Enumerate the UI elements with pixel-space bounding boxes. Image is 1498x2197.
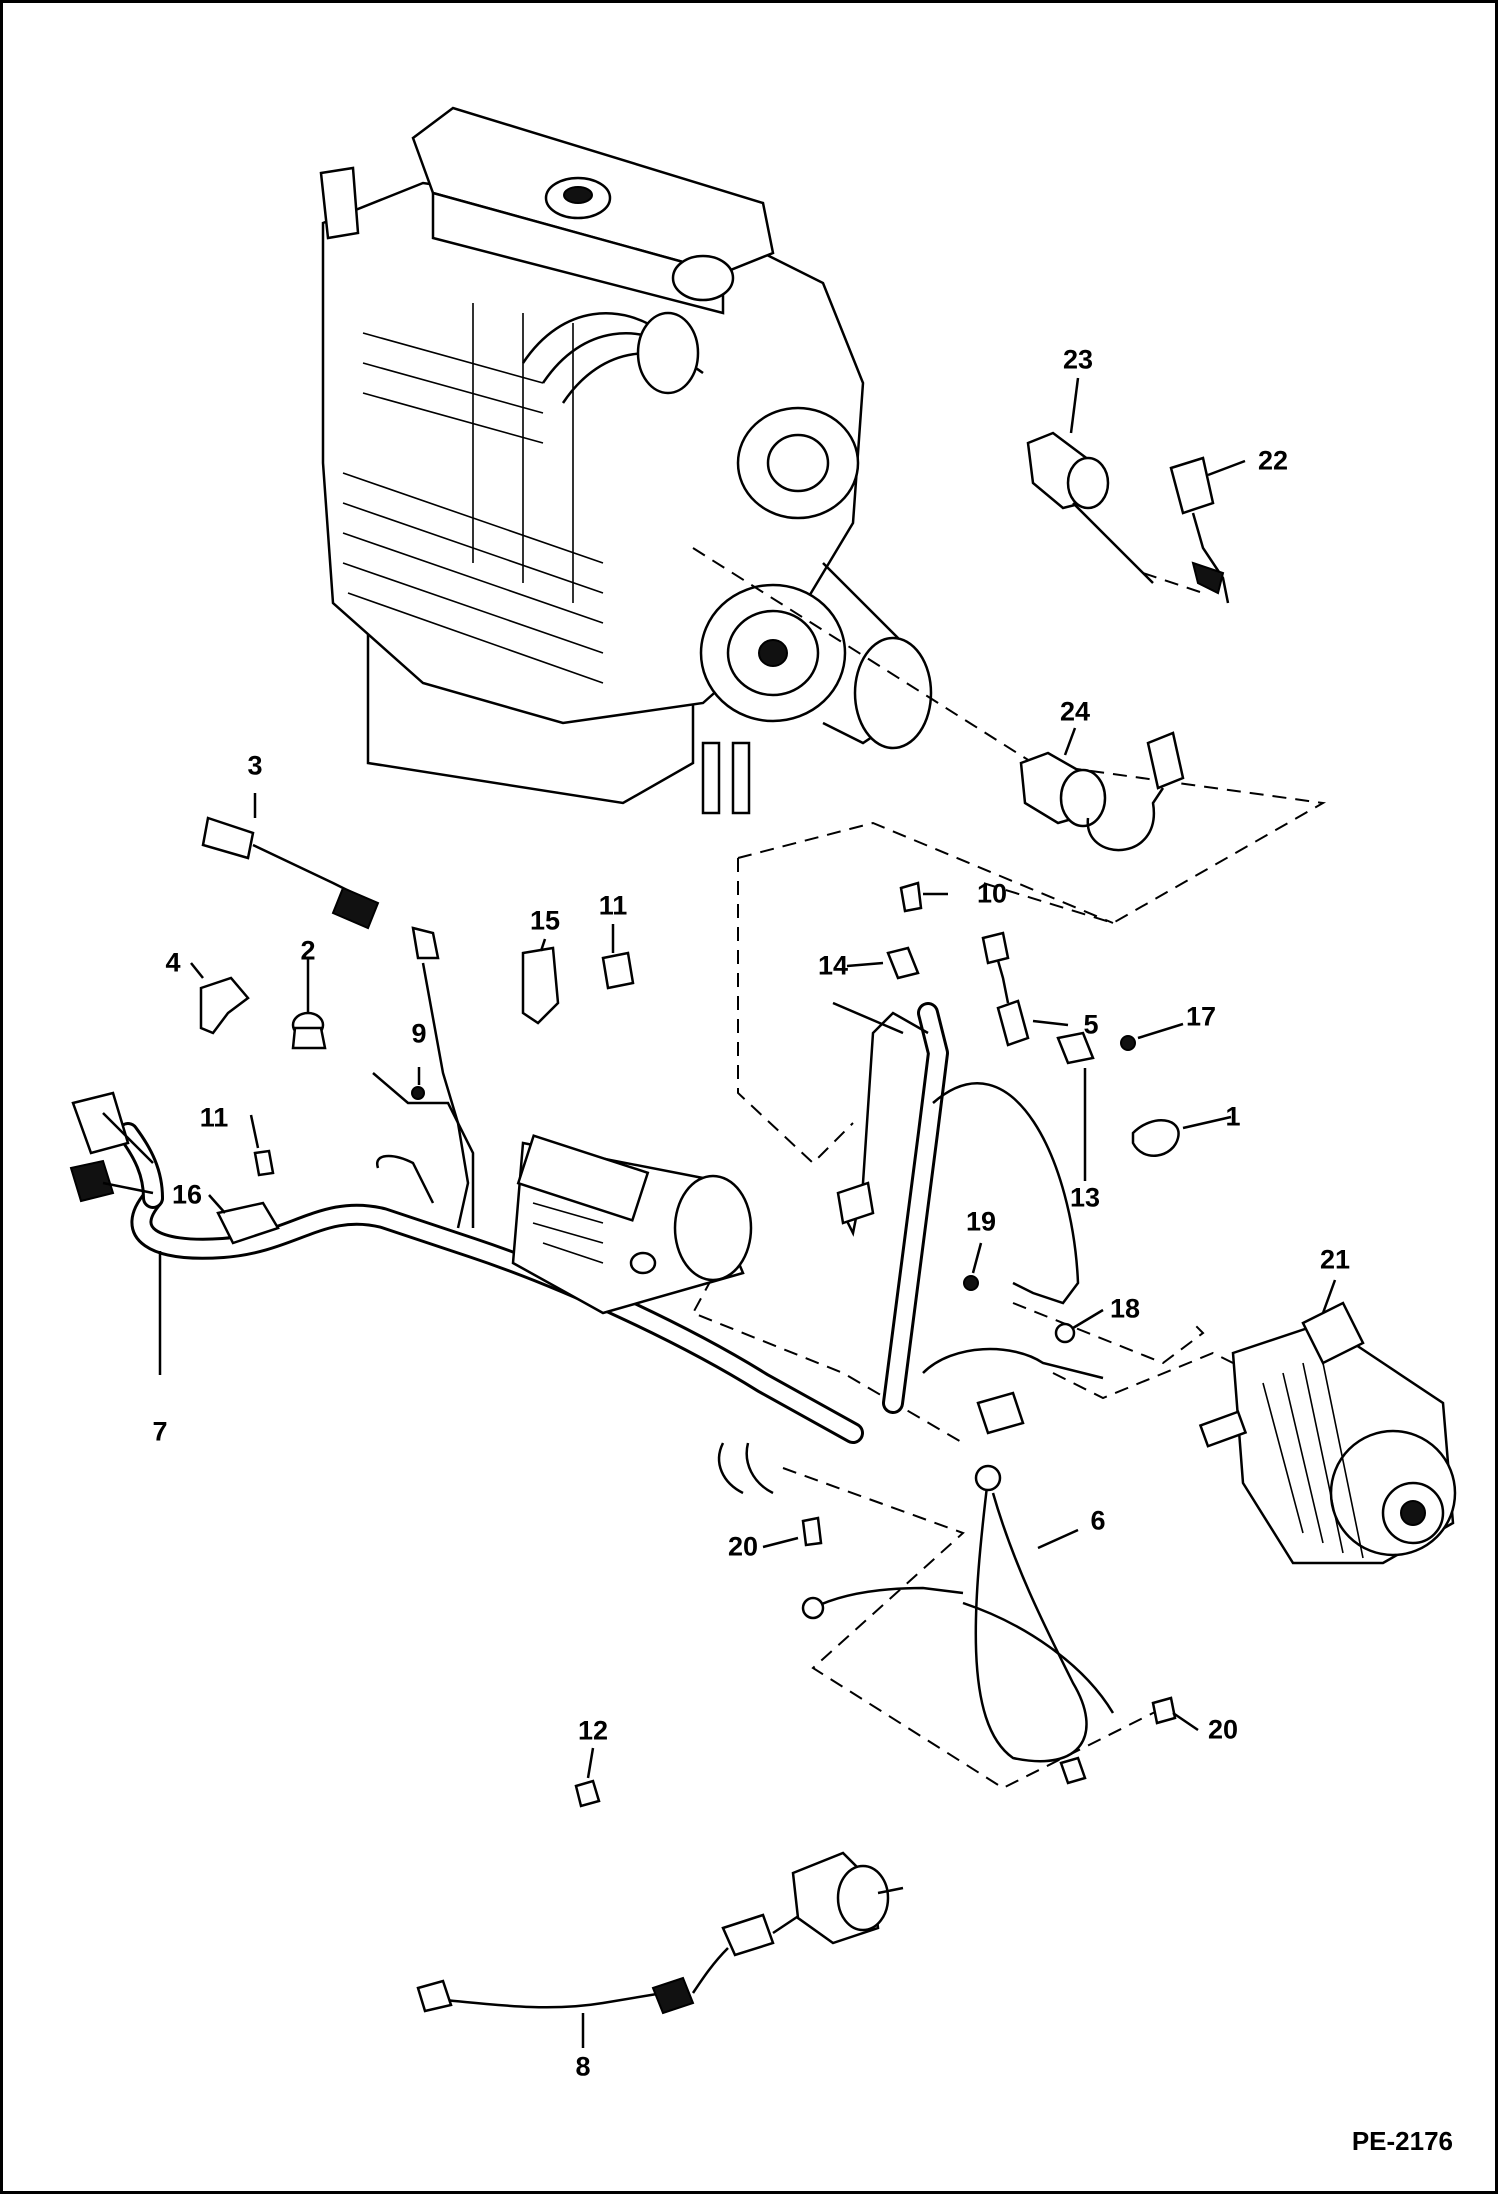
callout-22: 22	[1257, 445, 1289, 476]
engine-electrical-exploded-view	[69, 106, 1457, 2048]
callout-16: 16	[171, 1179, 203, 1210]
figure-id: PE-2176	[1351, 2126, 1453, 2156]
callout-10: 10	[976, 878, 1008, 909]
callout-12: 12	[577, 1715, 609, 1746]
callout-11a: 11	[598, 890, 628, 921]
callout-23: 23	[1062, 344, 1094, 375]
small-parts	[199, 431, 1230, 2015]
alternator-illustration	[1198, 1301, 1457, 1565]
callout-21: 21	[1319, 1244, 1351, 1275]
callout-6: 6	[1090, 1505, 1106, 1536]
callout-2: 2	[300, 935, 316, 966]
callout-4: 4	[165, 947, 181, 978]
callout-8: 8	[575, 2051, 591, 2082]
starter-motor-illustration	[511, 1134, 753, 1315]
main-wiring-harness	[69, 962, 1104, 1444]
callout-11b: 11	[199, 1102, 229, 1133]
callout-5: 5	[1083, 1009, 1099, 1040]
callout-leaders	[158, 377, 1337, 2048]
callout-14: 14	[817, 950, 849, 981]
callout-9: 9	[411, 1018, 427, 1049]
callout-1: 1	[1225, 1101, 1241, 1132]
callout-15: 15	[529, 905, 561, 936]
callout-17: 17	[1185, 1001, 1217, 1032]
callout-20a: 20	[727, 1531, 759, 1562]
callout-13: 13	[1069, 1182, 1101, 1213]
callout-18: 18	[1109, 1293, 1141, 1324]
callout-24: 24	[1059, 696, 1091, 727]
callout-7: 7	[152, 1416, 168, 1447]
callout-19: 19	[965, 1206, 997, 1237]
callout-20b: 20	[1207, 1714, 1239, 1745]
engine-illustration	[319, 106, 933, 815]
callout-3: 3	[247, 750, 263, 781]
